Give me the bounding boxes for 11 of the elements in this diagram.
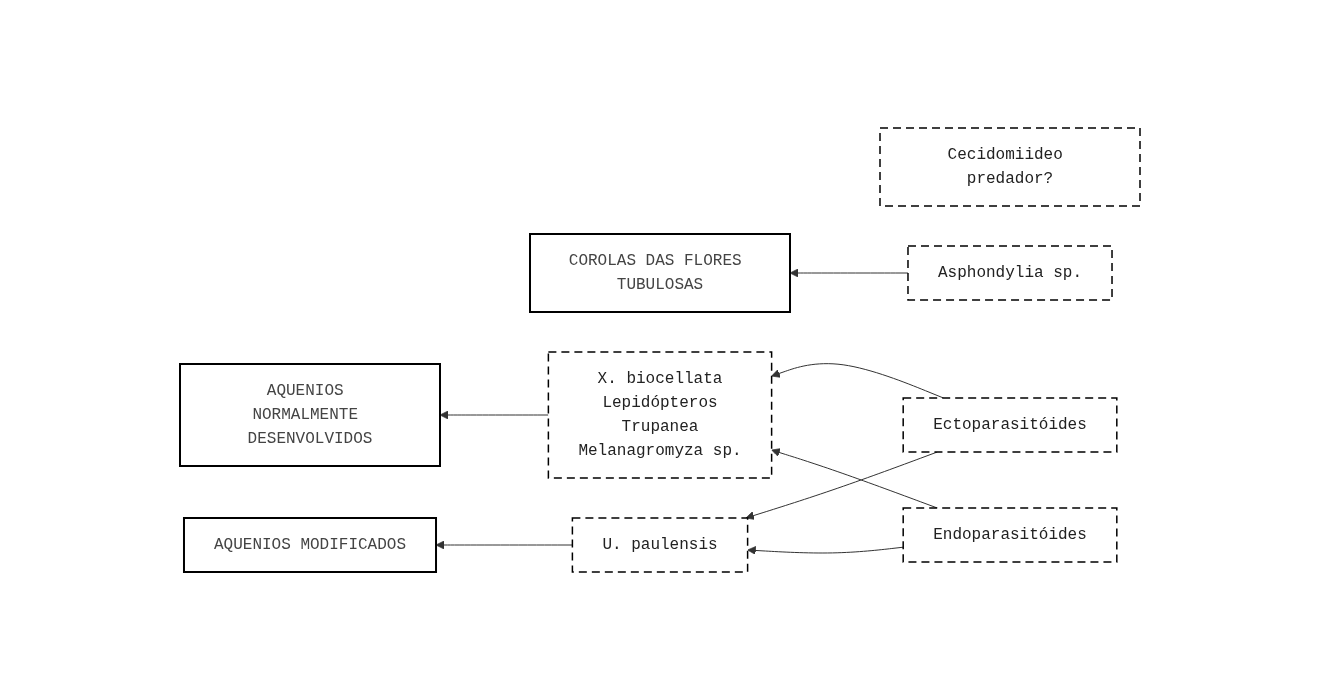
arrow bbox=[789, 268, 908, 277]
arrow bbox=[745, 451, 938, 520]
node-box: AQUENIOS MODIFICADOS bbox=[182, 516, 437, 573]
node-box: Ectoparasitóides bbox=[901, 396, 1118, 453]
node-box: Cecidomiideo predador? bbox=[878, 126, 1141, 207]
node-box: Endoparasitóides bbox=[901, 506, 1118, 563]
node-box: X. biocellata Lepidópteros Trupanea Melanagromyza sp. bbox=[547, 350, 772, 479]
node-box: U. paulensis bbox=[571, 516, 748, 573]
node-box: AQUENIOS NORMALMENTE DESENVOLVIDOS bbox=[178, 362, 441, 467]
node-box: Asphondylia sp. bbox=[906, 244, 1113, 301]
node-box: COROLAS DAS FLORES TUBULOSAS bbox=[528, 232, 791, 313]
